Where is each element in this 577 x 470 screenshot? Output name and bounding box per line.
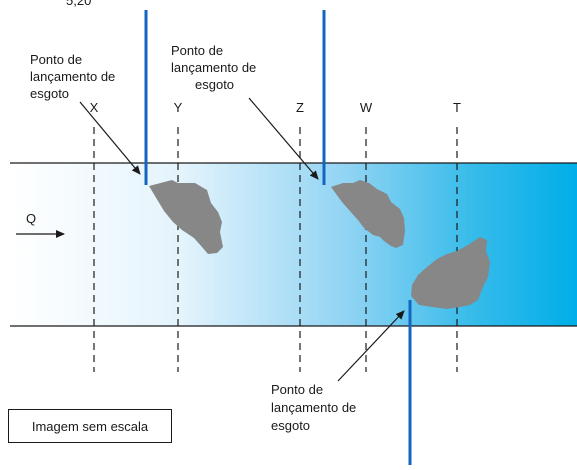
discharge-label-2-line-1: Ponto de [171, 43, 223, 58]
section-lines [93, 127, 458, 372]
discharge-label-2-line-2: lançamento de [171, 60, 256, 75]
discharge-label-2-line-3: esgoto [195, 77, 234, 92]
river-channel [10, 163, 577, 326]
section-label-t: T [453, 100, 461, 115]
discharge-label-2: Ponto de lançamento de esgoto [171, 43, 260, 92]
discharge-label-1-line-1: Ponto de [30, 52, 82, 67]
sewage-plume-2 [331, 180, 405, 248]
discharge-label-1-line-3: esgoto [30, 86, 69, 101]
section-label-y: Y [174, 100, 183, 115]
scale-note-text: Imagem sem escala [31, 418, 149, 434]
sewage-plume-3 [411, 237, 490, 309]
discharge-label-3-line-2: lançamento de [271, 400, 356, 415]
discharge-label-3-line-3: esgoto [271, 418, 310, 433]
section-label-z: Z [296, 100, 304, 115]
pointer-arrow-2 [248, 97, 319, 180]
flow-label: Q [26, 211, 36, 226]
top-cut-text: 5,20 [66, 0, 91, 8]
scale-note-box: Imagem sem escala [8, 409, 172, 443]
discharge-label-1: Ponto de lançamento de esgoto [30, 52, 119, 101]
discharge-label-3-line-1: Ponto de [271, 382, 323, 397]
discharge-label-1-line-2: lançamento de [30, 69, 115, 84]
discharge-label-3: Ponto de lançamento de esgoto [271, 382, 360, 433]
pointer-arrow-3 [337, 310, 405, 382]
pointer-arrow-1 [79, 101, 141, 175]
sewage-plume-1 [149, 180, 223, 254]
section-label-x: X [90, 100, 99, 115]
section-label-w: W [360, 100, 373, 115]
